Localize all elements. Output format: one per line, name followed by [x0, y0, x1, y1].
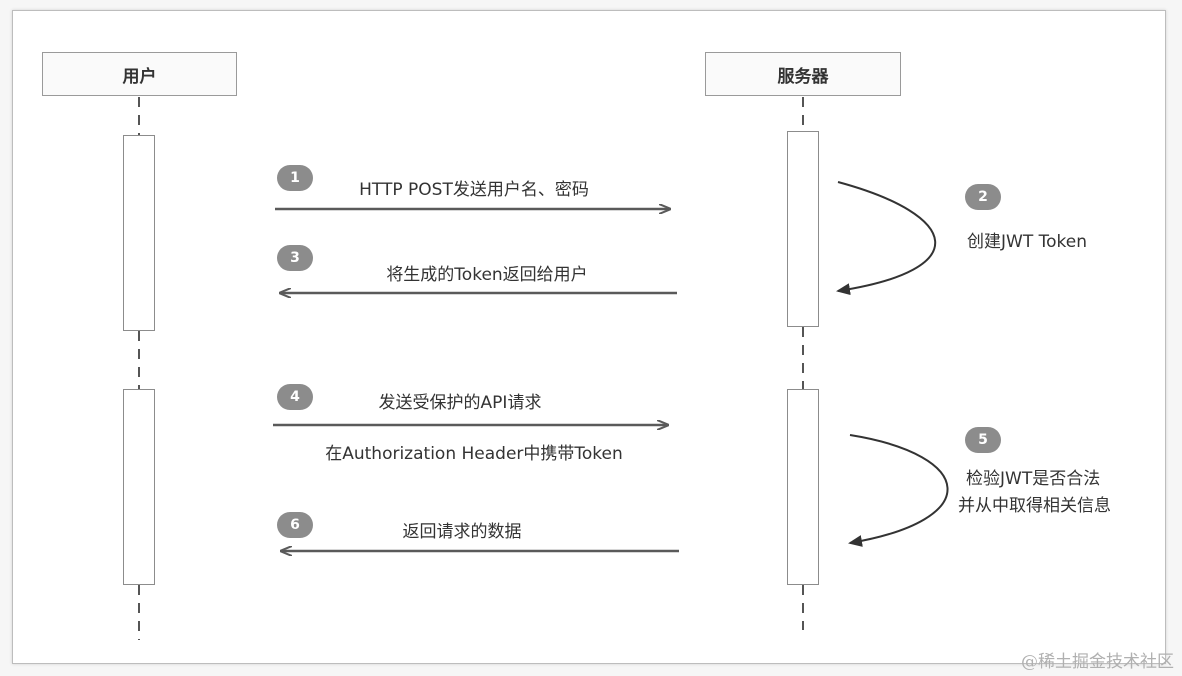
- step-label-1: HTTP POST发送用户名、密码: [359, 180, 589, 200]
- step-badge-2: 2: [965, 184, 1001, 210]
- step-badge-3: 3: [277, 245, 313, 271]
- user-activation-1: [123, 135, 155, 331]
- watermark: @稀土掘金技术社区: [1021, 652, 1174, 672]
- curve-step-5: [848, 434, 949, 547]
- diagram-frame: [12, 10, 1166, 664]
- step-badge-6: 6: [277, 512, 313, 538]
- step-label-4-detail: 在Authorization Header中携带Token: [325, 444, 623, 464]
- step-badge-5: 5: [965, 427, 1001, 453]
- step-label-6: 返回请求的数据: [402, 522, 522, 542]
- step-badge-4: 4: [277, 384, 313, 410]
- step-label-5: 检验JWT是否合法: [966, 469, 1101, 489]
- step-label-4: 发送受保护的API请求: [378, 393, 542, 413]
- curve-step-2: [836, 181, 937, 296]
- step-badge-1: 1: [277, 165, 313, 191]
- actor-user: 用户: [42, 52, 237, 96]
- step-label-5-detail: 并从中取得相关信息: [958, 496, 1111, 516]
- step-label-3: 将生成的Token返回给用户: [386, 265, 588, 285]
- server-activation-1: [787, 131, 819, 327]
- actor-server: 服务器: [705, 52, 901, 96]
- user-activation-2: [123, 389, 155, 585]
- server-activation-2: [787, 389, 819, 585]
- step-label-2: 创建JWT Token: [967, 232, 1087, 252]
